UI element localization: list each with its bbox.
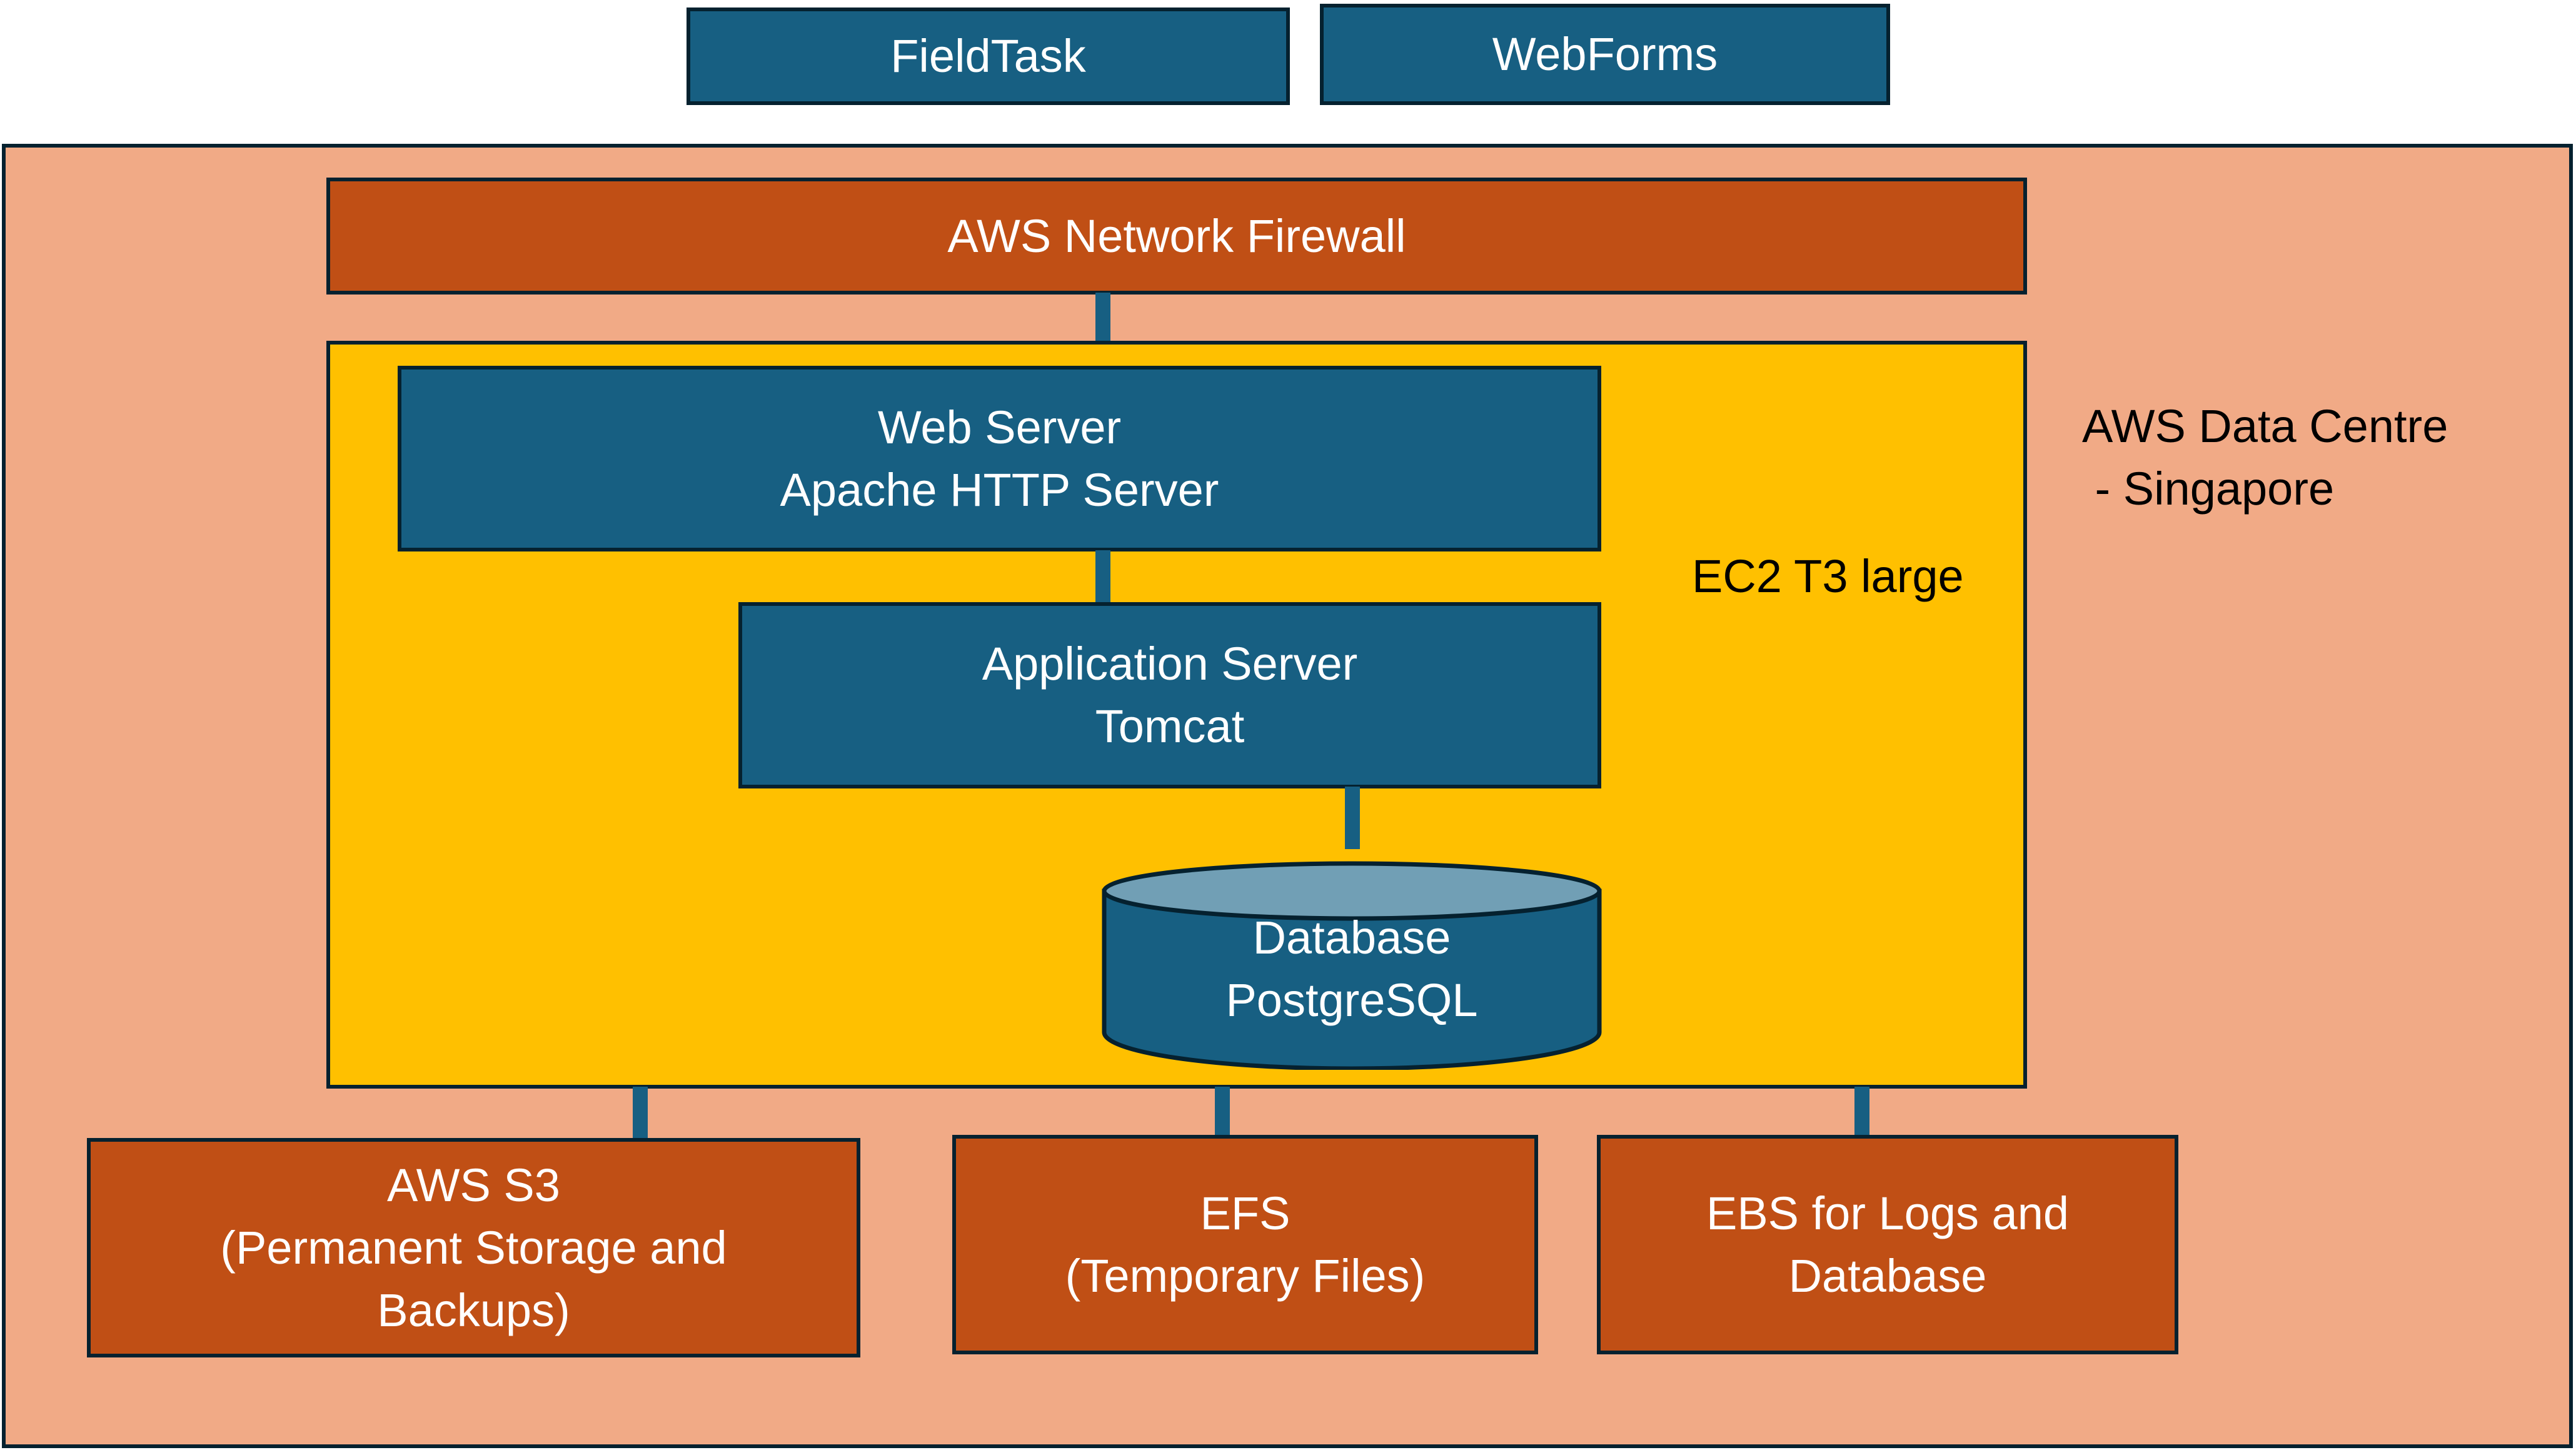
app-server-software: Tomcat bbox=[1095, 700, 1245, 752]
datacentre-label-line1: AWS Data Centre bbox=[2082, 400, 2448, 452]
connector-ec2-efs bbox=[1215, 1087, 1230, 1139]
database-cylinder-icon bbox=[1102, 861, 1602, 1070]
network-firewall-box: AWS Network Firewall bbox=[326, 178, 2027, 295]
database-cylinder-body bbox=[1102, 889, 1602, 1070]
database-cylinder-top bbox=[1102, 861, 1602, 921]
fieldtask-client-box: FieldTask bbox=[687, 8, 1290, 105]
connector-ec2-ebs bbox=[1854, 1087, 1869, 1138]
efs-title: EFS bbox=[1200, 1187, 1291, 1239]
connector-ec2-s3 bbox=[633, 1087, 648, 1142]
ebs-description: Database bbox=[1788, 1249, 1987, 1302]
s3-description-2: Backups) bbox=[377, 1284, 570, 1336]
web-server-software: Apache HTTP Server bbox=[780, 463, 1219, 516]
s3-storage-box: AWS S3 (Permanent Storage and Backups) bbox=[87, 1138, 860, 1357]
datacentre-label-line2: - Singapore bbox=[2082, 463, 2335, 515]
webforms-client-box: WebForms bbox=[1320, 4, 1890, 105]
web-server-box: Web Server Apache HTTP Server bbox=[398, 366, 1601, 551]
ebs-storage-box: EBS for Logs and Database bbox=[1597, 1135, 2178, 1354]
ebs-title: EBS for Logs and bbox=[1706, 1187, 2070, 1239]
datacentre-label: AWS Data Centre - Singapore bbox=[2082, 395, 2448, 520]
web-server-title: Web Server bbox=[877, 401, 1122, 453]
efs-description: (Temporary Files) bbox=[1065, 1249, 1426, 1302]
database-label: Database PostgreSQL bbox=[1102, 907, 1602, 1032]
application-server-box: Application Server Tomcat bbox=[738, 602, 1601, 788]
network-firewall-label: AWS Network Firewall bbox=[947, 209, 1406, 262]
app-server-title: Application Server bbox=[982, 638, 1358, 690]
database-software: PostgreSQL bbox=[1225, 974, 1478, 1026]
fieldtask-label: FieldTask bbox=[890, 30, 1086, 82]
s3-title: AWS S3 bbox=[387, 1159, 560, 1211]
connector-app-db bbox=[1345, 787, 1360, 849]
s3-description-1: (Permanent Storage and bbox=[220, 1221, 727, 1274]
webforms-label: WebForms bbox=[1492, 28, 1718, 80]
database-title: Database bbox=[1252, 912, 1451, 964]
ec2-label: EC2 T3 large bbox=[1692, 550, 1964, 602]
connector-web-app bbox=[1095, 550, 1110, 607]
efs-storage-box: EFS (Temporary Files) bbox=[952, 1135, 1538, 1354]
